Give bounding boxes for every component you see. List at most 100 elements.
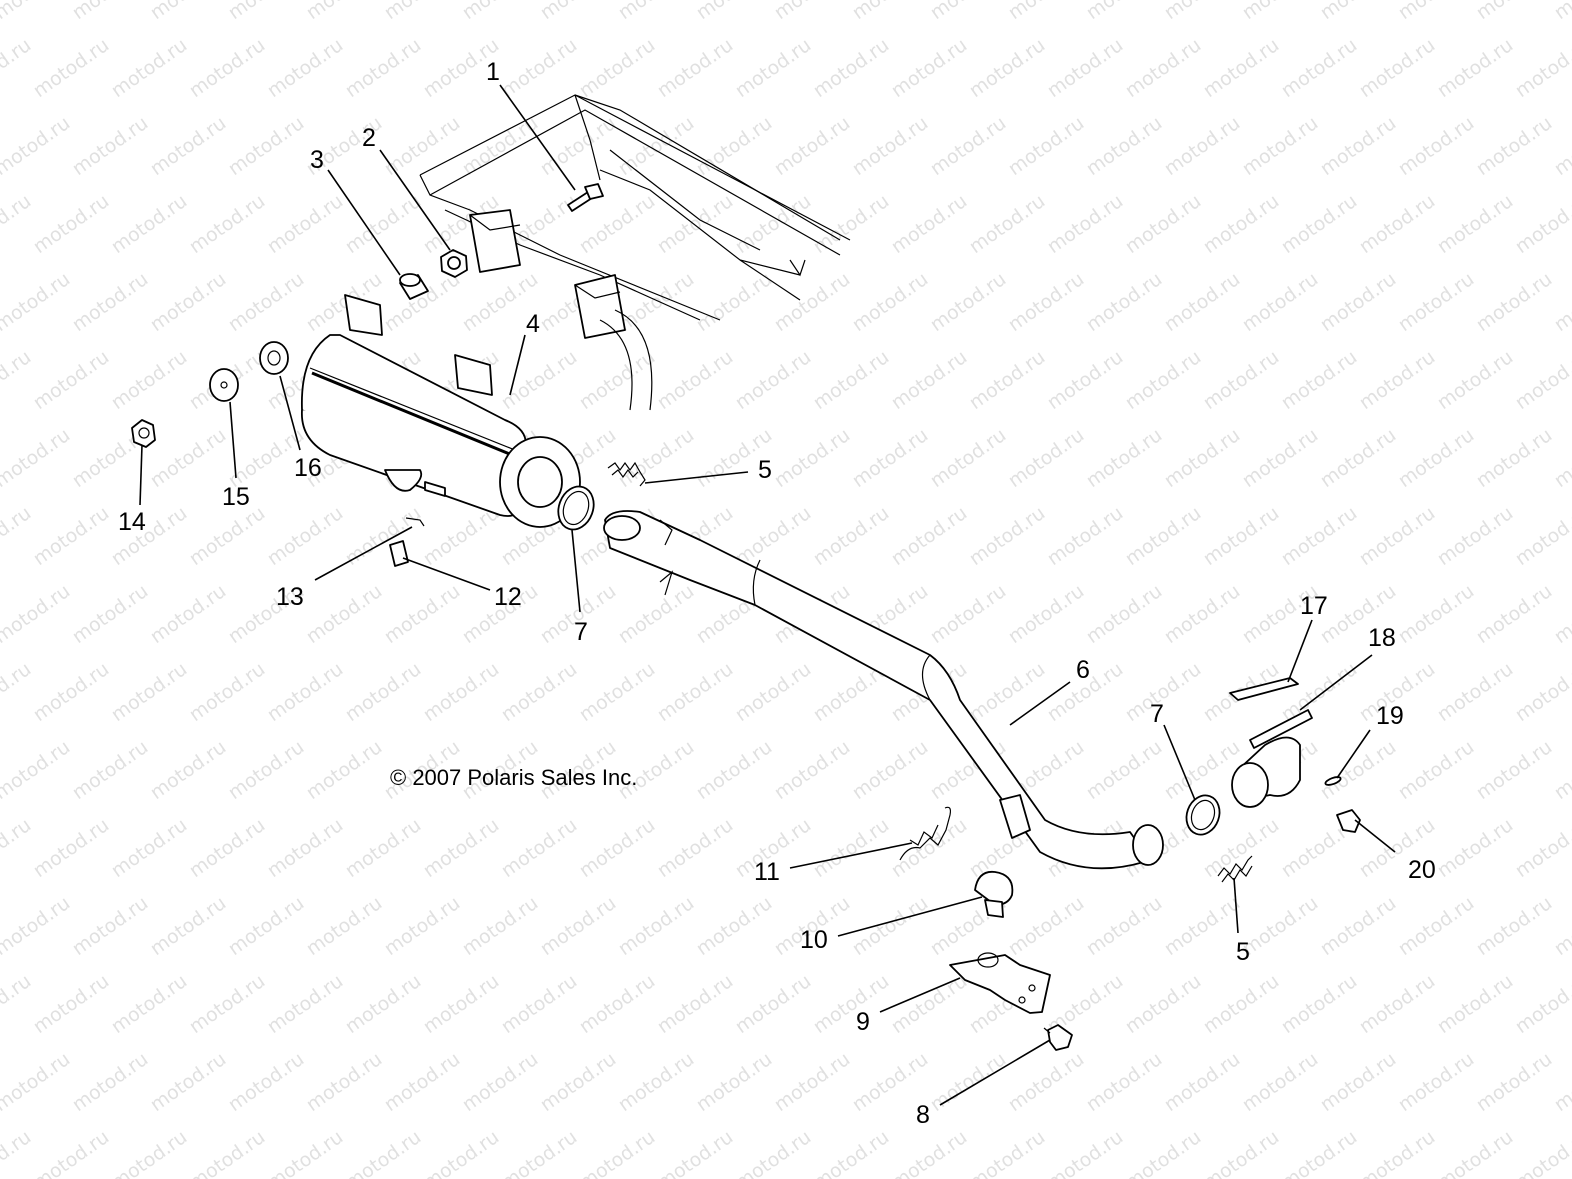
watermark-text: motod.ru (1082, 112, 1166, 180)
callout-1: 1 (486, 58, 500, 86)
watermark-text: motod.ru (185, 658, 269, 726)
callout-5-lower: 5 (1236, 938, 1250, 966)
watermark-text: motod.ru (1511, 346, 1572, 414)
watermark-text: motod.ru (1004, 112, 1088, 180)
watermark-text: motod.ru (1550, 1048, 1572, 1116)
watermark-text: motod.ru (0, 1048, 74, 1116)
watermark-text: motod.ru (887, 34, 971, 102)
watermark-text: motod.ru (1199, 502, 1283, 570)
watermark-text: motod.ru (68, 0, 152, 24)
watermark-text: motod.ru (0, 658, 35, 726)
watermark-text: motod.ru (1160, 892, 1244, 960)
watermark-text: motod.ru (419, 658, 503, 726)
watermark-text: motod.ru (146, 268, 230, 336)
watermark-text: motod.ru (926, 0, 1010, 24)
watermark-text: motod.ru (29, 970, 113, 1038)
watermark-text: motod.ru (0, 346, 35, 414)
gasket-7-lower (1185, 794, 1221, 836)
watermark-text: motod.ru (0, 190, 35, 258)
watermark-text: motod.ru (185, 814, 269, 882)
watermark-text: motod.ru (653, 1126, 737, 1179)
watermark-text: motod.ru (1355, 502, 1439, 570)
watermark-text: motod.ru (1082, 424, 1166, 492)
callout-3: 3 (310, 146, 324, 174)
watermark-text: motod.ru (185, 34, 269, 102)
gasket-7-upper (557, 485, 595, 531)
watermark-text: motod.ru (692, 1048, 776, 1116)
header-pipe-18 (1231, 709, 1313, 808)
watermark-text: motod.ru (1316, 892, 1400, 960)
callout-14: 14 (118, 508, 146, 536)
watermark-text: motod.ru (770, 736, 854, 804)
watermark-text: motod.ru (458, 0, 542, 24)
watermark-text: motod.ru (1316, 1048, 1400, 1116)
watermark-text: motod.ru (1472, 736, 1556, 804)
watermark-text: motod.ru (1082, 580, 1166, 648)
watermark-text: motod.ru (731, 1126, 815, 1179)
watermark-text: motod.ru (575, 970, 659, 1038)
callout-16: 16 (294, 454, 322, 482)
nut-20 (1336, 809, 1361, 833)
gasket-19 (1324, 776, 1342, 786)
watermark-text: motod.ru (1004, 424, 1088, 492)
watermark-text: motod.ru (1355, 34, 1439, 102)
watermark-text: motod.ru (887, 502, 971, 570)
watermark-text: motod.ru (575, 346, 659, 414)
watermark-text: motod.ru (1472, 112, 1556, 180)
watermark-text: motod.ru (1121, 970, 1205, 1038)
watermark-text: motod.ru (380, 1048, 464, 1116)
watermark-text: motod.ru (341, 502, 425, 570)
callout-7-upper: 7 (574, 618, 588, 646)
watermark-text: motod.ru (458, 112, 542, 180)
watermark-text: motod.ru (770, 0, 854, 24)
watermark-text: motod.ru (29, 346, 113, 414)
watermark-text: motod.ru (1121, 502, 1205, 570)
watermark-text: motod.ru (731, 346, 815, 414)
watermark-text: motod.ru (0, 736, 74, 804)
watermark-text: motod.ru (1043, 502, 1127, 570)
watermark-text: motod.ru (341, 34, 425, 102)
watermark-text: motod.ru (1277, 502, 1361, 570)
copyright-notice: © 2007 Polaris Sales Inc. (390, 765, 637, 790)
watermark-text: motod.ru (263, 970, 347, 1038)
watermark-text: motod.ru (1550, 112, 1572, 180)
watermark-text: motod.ru (848, 736, 932, 804)
watermark-text: motod.ru (107, 1126, 191, 1179)
watermark-text: motod.ru (1550, 580, 1572, 648)
watermark-text: motod.ru (1355, 970, 1439, 1038)
watermark-text: motod.ru (809, 346, 893, 414)
watermark-text: motod.ru (1043, 1126, 1127, 1179)
watermark-text: motod.ru (263, 502, 347, 570)
watermark-text: motod.ru (1394, 424, 1478, 492)
watermark-text: motod.ru (1004, 580, 1088, 648)
watermark-text: motod.ru (965, 346, 1049, 414)
watermark-text: motod.ru (653, 346, 737, 414)
watermark-text: motod.ru (263, 190, 347, 258)
watermark-text: motod.ru (614, 1048, 698, 1116)
watermark-text: motod.ru (419, 1126, 503, 1179)
pin-13 (405, 517, 425, 527)
watermark-text: motod.ru (263, 1126, 347, 1179)
watermark-text: motod.ru (146, 112, 230, 180)
watermark-text: motod.ru (614, 268, 698, 336)
watermark-text: motod.ru (965, 658, 1049, 726)
watermark-text: motod.ru (146, 580, 230, 648)
watermark-text: motod.ru (1160, 424, 1244, 492)
watermark-text: motod.ru (965, 190, 1049, 258)
watermark-text: motod.ru (536, 892, 620, 960)
nut-14 (131, 419, 156, 448)
watermark-text: motod.ru (731, 970, 815, 1038)
watermark-text: motod.ru (1511, 814, 1572, 882)
callout-15: 15 (222, 483, 250, 511)
spring-5-upper (607, 461, 646, 487)
watermark-text: motod.ru (0, 892, 74, 960)
watermark-text: motod.ru (68, 112, 152, 180)
watermark-text: motod.ru (1199, 970, 1283, 1038)
watermark-text: motod.ru (0, 814, 35, 882)
watermark-text: motod.ru (926, 268, 1010, 336)
watermark-text: motod.ru (341, 814, 425, 882)
watermark-text: motod.ru (770, 1048, 854, 1116)
callout-7-lower: 7 (1150, 700, 1164, 728)
watermark-text: motod.ru (1394, 112, 1478, 180)
